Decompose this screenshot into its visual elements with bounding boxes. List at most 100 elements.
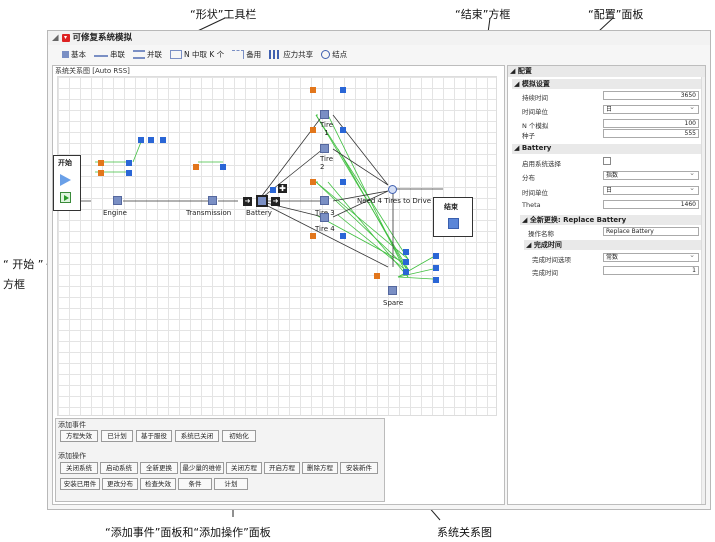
- action-button[interactable]: 安装新件: [340, 462, 378, 474]
- node-transmission[interactable]: [208, 196, 217, 205]
- orange-marker: [310, 179, 316, 185]
- scrollbar[interactable]: [701, 77, 705, 504]
- event-button[interactable]: 已计划: [101, 430, 133, 442]
- start-arrow-icon: [60, 174, 71, 186]
- node-tire3[interactable]: [320, 196, 329, 205]
- action-button[interactable]: 更改分布: [102, 478, 138, 490]
- node-tire4[interactable]: [320, 213, 329, 222]
- parallel-icon: [133, 49, 145, 59]
- tool-stress-sharing[interactable]: 应力共享: [267, 49, 315, 60]
- blue-marker: [148, 137, 154, 143]
- knot-icon: [321, 49, 331, 59]
- orange-marker: [98, 160, 104, 166]
- blue-marker: [433, 277, 439, 283]
- time-unit-select[interactable]: 日: [603, 104, 699, 114]
- node-engine-label: Engine: [103, 209, 127, 217]
- sim-settings-header[interactable]: ◢ 模拟设置: [512, 79, 702, 89]
- plus-icon[interactable]: ✚: [278, 184, 287, 193]
- tool-knot[interactable]: 结点: [319, 49, 349, 60]
- events-header: 添加事件: [58, 421, 86, 429]
- shape-toolbar: 基本 串联 并联 N 中取 K 个 备用 应力共享 结点: [60, 47, 349, 61]
- action-button[interactable]: 关闭方程: [226, 462, 262, 474]
- action-button[interactable]: 检查失效: [140, 478, 176, 490]
- blue-marker: [220, 164, 226, 170]
- tool-basic[interactable]: 基本: [60, 49, 88, 60]
- k-of-n-icon: [170, 49, 182, 59]
- start-box[interactable]: 开始: [53, 155, 81, 211]
- seed-field[interactable]: 555: [603, 129, 699, 138]
- node-need-label: Need 4 Tires to Drive: [357, 197, 432, 205]
- time-unit-label: 时间单位: [522, 108, 548, 116]
- orange-marker: [310, 87, 316, 93]
- action-button[interactable]: 计划: [214, 478, 248, 490]
- node-battery[interactable]: [256, 195, 268, 207]
- window-title: 可修复系统模拟: [72, 33, 132, 43]
- dist-label: 分布: [522, 174, 535, 182]
- actions-header: 添加操作: [58, 452, 86, 460]
- action-button[interactable]: 关闭系统: [60, 462, 98, 474]
- enable-checkbox[interactable]: [603, 157, 611, 165]
- theta-label: Theta: [522, 201, 541, 209]
- collapse-icon[interactable]: ◢: [52, 33, 59, 43]
- action-button[interactable]: 最少量的维修: [180, 462, 224, 474]
- event-button[interactable]: 基于服役: [136, 430, 172, 442]
- event-button[interactable]: 方程失效: [60, 430, 98, 442]
- end-node-icon: [448, 218, 459, 229]
- orange-marker: [98, 170, 104, 176]
- completion-header[interactable]: ◢ 完成时间: [524, 240, 702, 250]
- node-tire2[interactable]: [320, 144, 329, 153]
- end-box[interactable]: 结束: [433, 197, 473, 237]
- red-menu-icon[interactable]: ▾: [61, 33, 70, 42]
- config-panel: ◢ 配置 ◢ 模拟设置 持续时间 3650 时间单位 日 N 个模拟 100 种…: [507, 65, 706, 505]
- n-reps-field[interactable]: 100: [603, 119, 699, 128]
- event-button[interactable]: 系统已关闭: [175, 430, 219, 442]
- app-window: ◢ ▾ 可修复系统模拟 基本 串联 并联 N 中取 K 个 备用 应力共享: [47, 30, 711, 510]
- completion-time-label: 完成时间: [532, 269, 558, 277]
- blue-marker: [126, 170, 132, 176]
- orange-marker: [310, 127, 316, 133]
- blue-marker: [340, 179, 346, 185]
- theta-field[interactable]: 1460: [603, 200, 699, 209]
- arrow-right-icon: ➜: [271, 197, 280, 206]
- orange-marker: [193, 164, 199, 170]
- battery-time-unit-label: 时间单位: [522, 189, 548, 197]
- action-button[interactable]: 开启方程: [264, 462, 300, 474]
- tool-series[interactable]: 串联: [92, 49, 127, 60]
- battery-header[interactable]: ◢ Battery: [512, 144, 702, 154]
- action-button[interactable]: 删除方程: [302, 462, 338, 474]
- action-button[interactable]: 条件: [178, 478, 212, 490]
- tool-standby[interactable]: 备用: [230, 49, 263, 60]
- node-tire1[interactable]: [320, 110, 329, 119]
- event-button[interactable]: 初始化: [222, 430, 256, 442]
- battery-time-unit-select[interactable]: 日: [603, 185, 699, 195]
- knot-node-icon[interactable]: [388, 185, 397, 194]
- basic-icon: [62, 50, 69, 58]
- replace-header[interactable]: ◢ 全新更换: Replace Battery: [520, 215, 702, 225]
- diagram-canvas[interactable]: 开始 Engine Transmission Battery ➜: [53, 76, 497, 416]
- n-reps-label: N 个模拟: [522, 122, 549, 130]
- duration-label: 持续时间: [522, 94, 548, 102]
- play-icon[interactable]: [60, 192, 71, 203]
- completion-option-select[interactable]: 常数: [603, 252, 699, 262]
- op-name-label: 操作名称: [528, 230, 554, 238]
- duration-field[interactable]: 3650: [603, 91, 699, 100]
- orange-marker: [374, 273, 380, 279]
- action-button[interactable]: 安装已用件: [60, 478, 100, 490]
- diagram-title: 系统关系图 [Auto RSS]: [55, 67, 130, 75]
- tool-parallel[interactable]: 并联: [131, 49, 164, 60]
- node-spare[interactable]: [388, 286, 397, 295]
- blue-marker: [340, 233, 346, 239]
- system-diagram-panel: 系统关系图 [Auto RSS]: [52, 65, 505, 505]
- op-name-field[interactable]: Replace Battery: [603, 227, 699, 236]
- action-button[interactable]: 启动系统: [100, 462, 138, 474]
- node-battery-label: Battery: [246, 209, 272, 217]
- blue-marker: [433, 253, 439, 259]
- node-engine[interactable]: [113, 196, 122, 205]
- action-button[interactable]: 全新更换: [140, 462, 178, 474]
- tool-k-of-n[interactable]: N 中取 K 个: [168, 49, 226, 60]
- stress-sharing-icon: [269, 49, 282, 59]
- completion-time-field[interactable]: 1: [603, 266, 699, 275]
- config-header[interactable]: ◢ 配置: [508, 66, 705, 77]
- dist-select[interactable]: 指数: [603, 170, 699, 180]
- enable-label: 启用系统选择: [522, 160, 561, 168]
